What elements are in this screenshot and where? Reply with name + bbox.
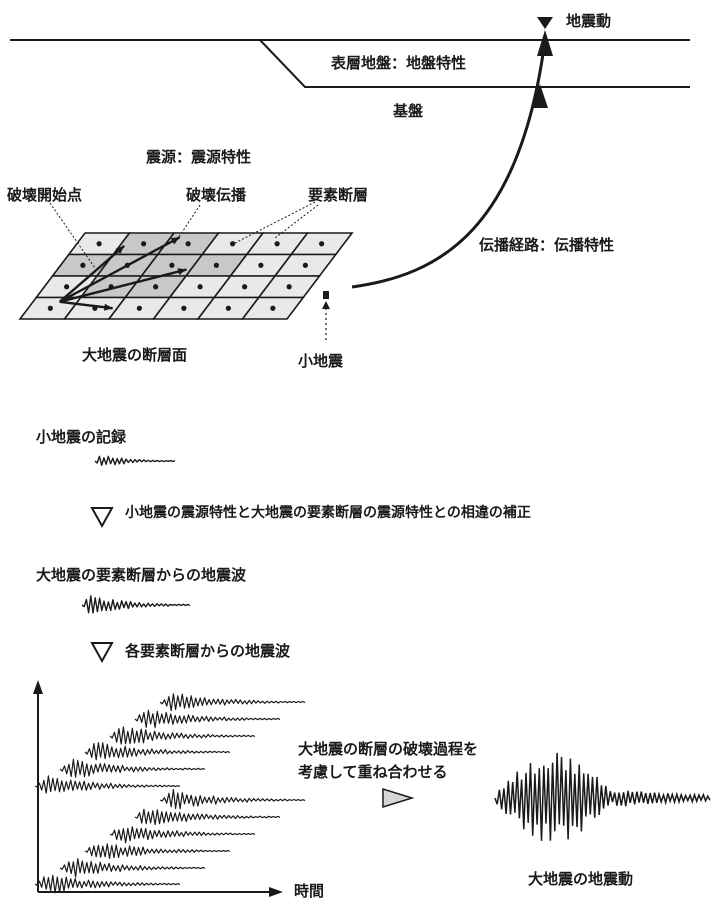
stacked-element-waveform bbox=[59, 858, 206, 878]
source-label: 震源：震源特性 bbox=[146, 148, 252, 166]
element-fault-label: 要素断層 bbox=[308, 186, 369, 204]
element-source-point bbox=[258, 262, 264, 268]
small-quake-label: 小地震 bbox=[298, 352, 344, 370]
element-source-point bbox=[80, 262, 86, 268]
station-marker-icon bbox=[537, 17, 553, 29]
rupture-arrowhead-icon bbox=[177, 268, 187, 275]
element-source-point bbox=[96, 241, 102, 247]
rupture-start-leader bbox=[49, 202, 96, 269]
element-source-point bbox=[230, 241, 236, 247]
path-arrowhead-lower-icon bbox=[531, 84, 548, 108]
rupture-arrowhead-icon bbox=[104, 303, 113, 311]
time-axis-label: 時間 bbox=[294, 882, 325, 900]
correction-step-label: 小地震の震源特性と大地震の要素断層の震源特性との相違の補正 bbox=[125, 505, 531, 521]
element-source-point bbox=[286, 284, 292, 290]
element-fault-waveform bbox=[81, 595, 191, 614]
small-record-label: 小地震の記録 bbox=[36, 428, 127, 446]
bedrock-boundary-line bbox=[259, 39, 690, 88]
element-source-point bbox=[185, 241, 191, 247]
element-waves-label: 大地震の要素断層からの地震波 bbox=[36, 566, 247, 584]
superpose-label-line2: 考慮して重ね合わせる bbox=[298, 763, 448, 781]
stacked-element-waveform bbox=[134, 808, 281, 826]
propagation-path-curve bbox=[351, 39, 547, 289]
small-quake-leader-arrow-icon bbox=[322, 301, 330, 309]
ground-motion-label: 地震動 bbox=[566, 12, 612, 30]
amplitude-axis-arrow-icon bbox=[33, 680, 43, 694]
stacked-element-waveform bbox=[134, 709, 281, 729]
element-source-point bbox=[319, 241, 325, 247]
stacked-element-waveform bbox=[59, 758, 206, 778]
element-source-point bbox=[213, 262, 219, 268]
stacked-element-waveform bbox=[109, 826, 256, 844]
element-source-point bbox=[153, 284, 159, 290]
element-source-point bbox=[197, 284, 203, 290]
rupture-propagation-arrow bbox=[59, 300, 113, 310]
step-triangle-superpose-icon bbox=[90, 642, 114, 664]
stacked-element-waveform bbox=[159, 789, 306, 810]
element-source-point bbox=[64, 284, 70, 290]
result-label: 大地震の地震動 bbox=[528, 870, 634, 888]
wave-traces bbox=[34, 455, 711, 894]
path-arrowhead-upper-icon bbox=[537, 30, 553, 56]
element-source-point bbox=[169, 262, 175, 268]
stacked-element-waveform bbox=[109, 726, 256, 745]
superpose-label-line1: 大地震の断層の破壊過程を bbox=[298, 740, 479, 758]
element-source-point bbox=[47, 305, 53, 311]
step-triangle-correction-icon bbox=[90, 507, 114, 529]
small-quake-marker bbox=[323, 291, 329, 299]
rupture-propagation-leader bbox=[174, 204, 201, 244]
rupture-propagation-label: 破壊伝播 bbox=[186, 186, 247, 204]
superpose-arrow-icon bbox=[382, 787, 415, 809]
element-source-point bbox=[136, 305, 142, 311]
element-source-point bbox=[274, 241, 280, 247]
element-source-point bbox=[141, 241, 147, 247]
time-axis-arrow-icon bbox=[269, 887, 283, 897]
stacked-element-waveform bbox=[34, 874, 181, 894]
fault-plane-grid bbox=[18, 232, 354, 320]
element-source-point bbox=[225, 305, 231, 311]
rupture-propagation-arrow bbox=[59, 268, 187, 303]
stacked-element-waveform bbox=[159, 693, 306, 712]
element-fault-leader-2 bbox=[274, 204, 319, 239]
rupture-propagation-arrow bbox=[58, 244, 125, 303]
large-earthquake-waveform bbox=[494, 752, 711, 841]
large-fault-plane-label: 大地震の断層面 bbox=[82, 346, 188, 364]
bedrock-label: 基盤 bbox=[393, 102, 424, 120]
rupture-arrowhead-icon bbox=[115, 245, 125, 254]
element-source-point bbox=[302, 262, 308, 268]
element-fault-leader-1 bbox=[234, 201, 316, 244]
each-element-waves-label: 各要素断層からの地震波 bbox=[125, 642, 291, 660]
small-quake-waveform bbox=[94, 455, 176, 466]
stacked-element-waveform bbox=[84, 843, 231, 859]
stacked-element-waveform bbox=[34, 775, 181, 794]
element-source-point bbox=[242, 284, 248, 290]
rupture-start-label: 破壊開始点 bbox=[7, 186, 83, 204]
surface-layer-label: 表層地盤：地盤特性 bbox=[331, 54, 467, 72]
stacked-element-waveform bbox=[84, 742, 231, 761]
element-source-point bbox=[270, 305, 276, 311]
element-source-point bbox=[181, 305, 187, 311]
propagation-path-label: 伝播経路：伝播特性 bbox=[479, 236, 615, 254]
rupture-propagation-arrow bbox=[59, 236, 181, 303]
